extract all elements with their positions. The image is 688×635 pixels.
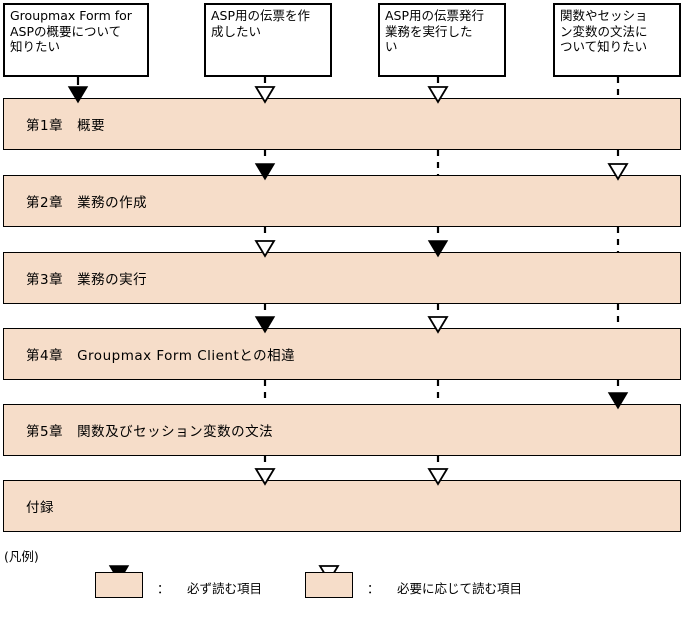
legend-swatch-optional [305, 572, 353, 598]
question-box-line: Groupmax Form for [10, 8, 132, 23]
question-box-line: ン変数の文法に [560, 23, 648, 39]
legend-swatch-required [95, 572, 143, 598]
question-box-line: 知りたい [10, 39, 61, 54]
question-box-line: 成したい [211, 23, 262, 39]
chapter-bar-5: 第5章 関数及びセッション変数の文法 [3, 404, 681, 456]
chapter-label: 付録 [26, 500, 54, 516]
chapter-bar-1: 第1章 概要 [3, 98, 681, 150]
chapter-bar-appendix: 付録 [3, 480, 681, 532]
question-box-line: ASPの概要について [10, 23, 122, 39]
chapter-bar-4: 第4章 Groupmax Form Clientとの相違 [3, 328, 681, 380]
question-box-create-slip: ASP用の伝票を作 成したい [204, 3, 332, 77]
legend-text-optional: 必要に応じて読む項目 [397, 581, 523, 596]
question-box-line: ASP用の伝票発行 [385, 8, 485, 23]
question-box-line: ついて知りたい [560, 39, 648, 54]
legend-colon-required: ： [157, 581, 170, 596]
chapter-label: 第1章 概要 [26, 118, 106, 134]
question-box-line: 業務を実行した [385, 23, 473, 39]
legend-colon-optional: ： [367, 581, 380, 596]
question-box-line: ASP用の伝票を作 [211, 8, 311, 23]
legend-text-required: 必ず読む項目 [187, 581, 263, 596]
question-box-overview: Groupmax Form for ASPの概要について 知りたい [3, 3, 149, 77]
chapter-label: 第4章 Groupmax Form Clientとの相違 [26, 348, 296, 364]
chapter-bar-3: 第3章 業務の実行 [3, 252, 681, 304]
question-box-line: い [385, 39, 398, 54]
chapter-bar-2: 第2章 業務の作成 [3, 175, 681, 227]
question-box-line: 関数やセッショ [560, 8, 648, 23]
chapter-label: 第5章 関数及びセッション変数の文法 [26, 424, 274, 440]
legend-title: (凡例) [4, 549, 39, 564]
question-box-function-syntax: 関数やセッショ ン変数の文法に ついて知りたい [553, 3, 681, 77]
chapter-label: 第2章 業務の作成 [26, 195, 148, 211]
question-box-execute-slip: ASP用の伝票発行 業務を実行した い [378, 3, 506, 77]
chapter-label: 第3章 業務の実行 [26, 272, 148, 288]
